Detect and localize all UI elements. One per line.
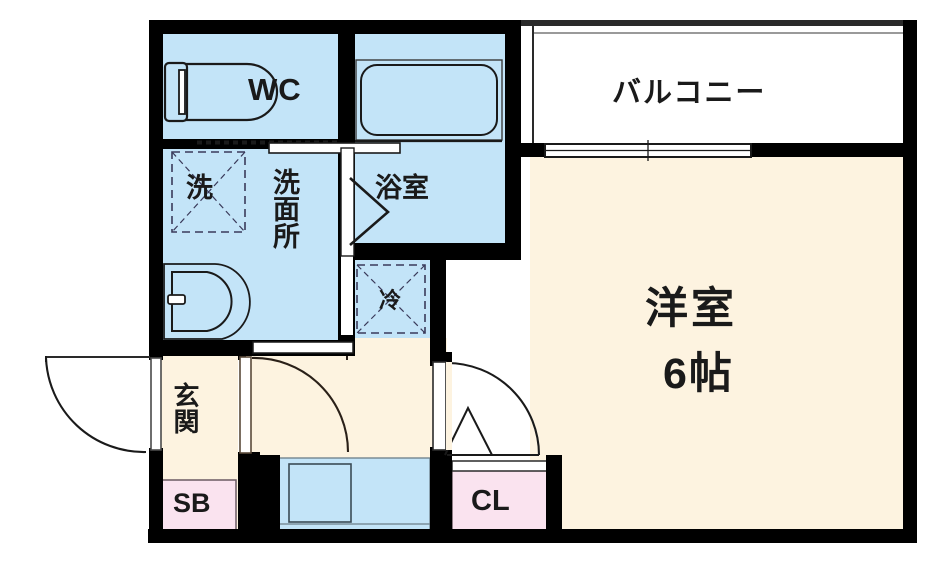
wall-left-lower: [149, 452, 163, 543]
washroom-door: [252, 341, 354, 354]
fridge-fill: [352, 260, 430, 338]
wall-core-right: [505, 20, 521, 260]
toilet-fixture: [163, 61, 279, 123]
opening-gap-hall: [446, 362, 452, 450]
vanity-basin: [163, 263, 251, 340]
wall-bath-bottom: [352, 243, 521, 260]
genkan-hall-door: [239, 356, 350, 454]
sb-fill: [157, 479, 237, 533]
balcony-window: [544, 140, 752, 161]
wall-top-balcony: [521, 20, 915, 26]
wall-kitchen-left: [246, 455, 280, 541]
wc-sliding-door: [197, 140, 401, 154]
wall-right: [903, 145, 917, 543]
wall-fridge-right: [430, 255, 446, 360]
kitchen-sink: [288, 463, 352, 523]
washer-square: [171, 151, 246, 233]
wall-balcony-inner-left: [521, 143, 545, 157]
balcony-fill: [533, 24, 915, 151]
fixtures: [163, 59, 503, 340]
wall-balcony-right: [903, 20, 917, 151]
fridge-square: [356, 264, 426, 334]
wall-cl-right: [546, 455, 562, 543]
hall-fill: [245, 355, 445, 465]
entrance-jamb-bottom: [149, 448, 163, 456]
wall-genkan-right-upper: [238, 352, 246, 360]
wall-bottom: [148, 529, 917, 543]
wall-top-left-block: [149, 20, 521, 34]
bathtub-fixture: [355, 59, 503, 143]
wall-balcony-inner-right: [751, 143, 907, 157]
room-entry-door: [432, 361, 541, 456]
openings: [44, 140, 752, 456]
main-room-fill: [530, 151, 915, 543]
entrance-door: [44, 356, 162, 454]
wall-left-upper: [149, 20, 163, 356]
wall-kitchen-right: [430, 455, 452, 543]
wall-washroom-bottom: [149, 340, 259, 356]
bath-folding-door: [340, 147, 390, 335]
